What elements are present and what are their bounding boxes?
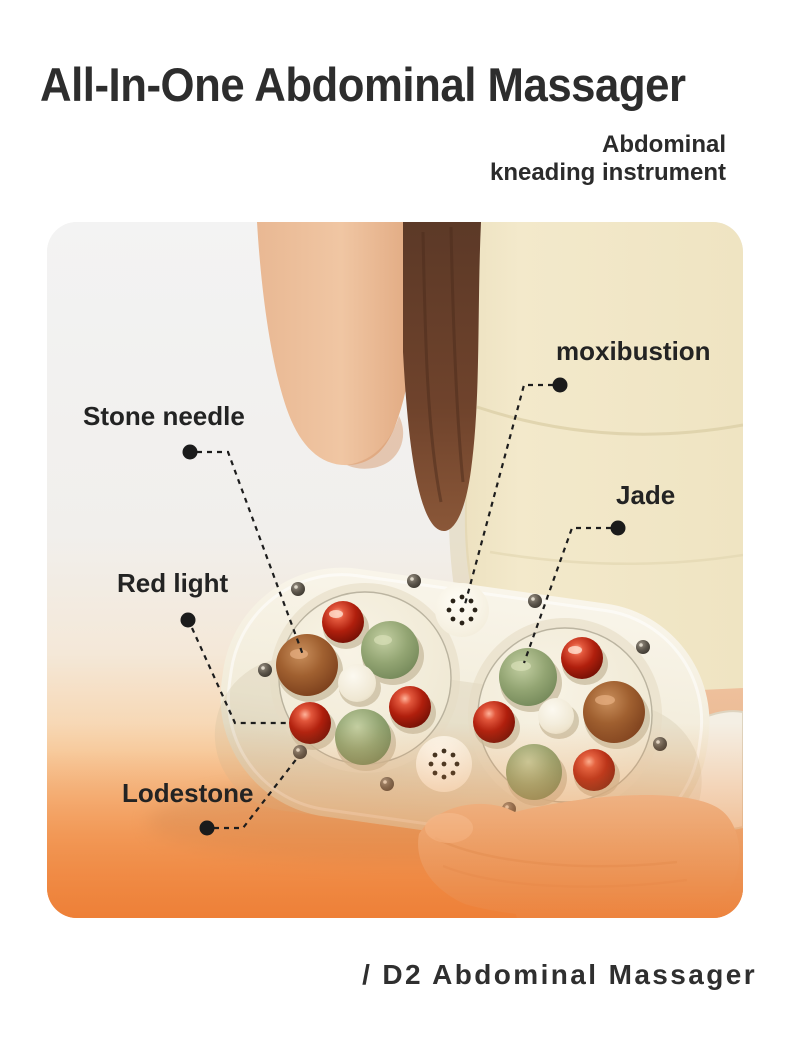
page-title-text: All-In-One Abdominal Massager bbox=[40, 58, 686, 111]
subtitle-line-1: Abdominal bbox=[602, 131, 726, 158]
annotation-lines bbox=[190, 383, 611, 830]
label-red-light: Red light bbox=[117, 568, 229, 598]
stone-needle-dot bbox=[182, 444, 198, 460]
moxibustion-dot bbox=[552, 377, 568, 393]
subtitle: Abdominal kneading instrument bbox=[490, 131, 726, 187]
jade-line bbox=[522, 526, 611, 664]
photo-scene bbox=[47, 222, 743, 918]
moxibustion-line bbox=[462, 383, 553, 609]
label-stone-needle: Stone needle bbox=[83, 401, 245, 431]
jade-dot bbox=[610, 520, 626, 536]
page-title: All-In-One Abdominal Massager bbox=[40, 57, 734, 112]
label-moxibustion: moxibustion bbox=[556, 336, 711, 366]
red-light-line bbox=[190, 627, 290, 725]
annotation-dots bbox=[180, 377, 626, 836]
lodestone-dot bbox=[199, 820, 215, 836]
product-model-caption: / D2 Abdominal Massager bbox=[362, 959, 757, 990]
stone-needle-line bbox=[197, 450, 305, 656]
product-photo bbox=[47, 222, 743, 918]
red-light-dot bbox=[180, 612, 196, 628]
orange-glow-overlay bbox=[47, 222, 743, 918]
label-jade: Jade bbox=[616, 480, 676, 510]
label-lodestone: Lodestone bbox=[122, 778, 254, 808]
subtitle-line-2: kneading instrument bbox=[489, 159, 726, 186]
